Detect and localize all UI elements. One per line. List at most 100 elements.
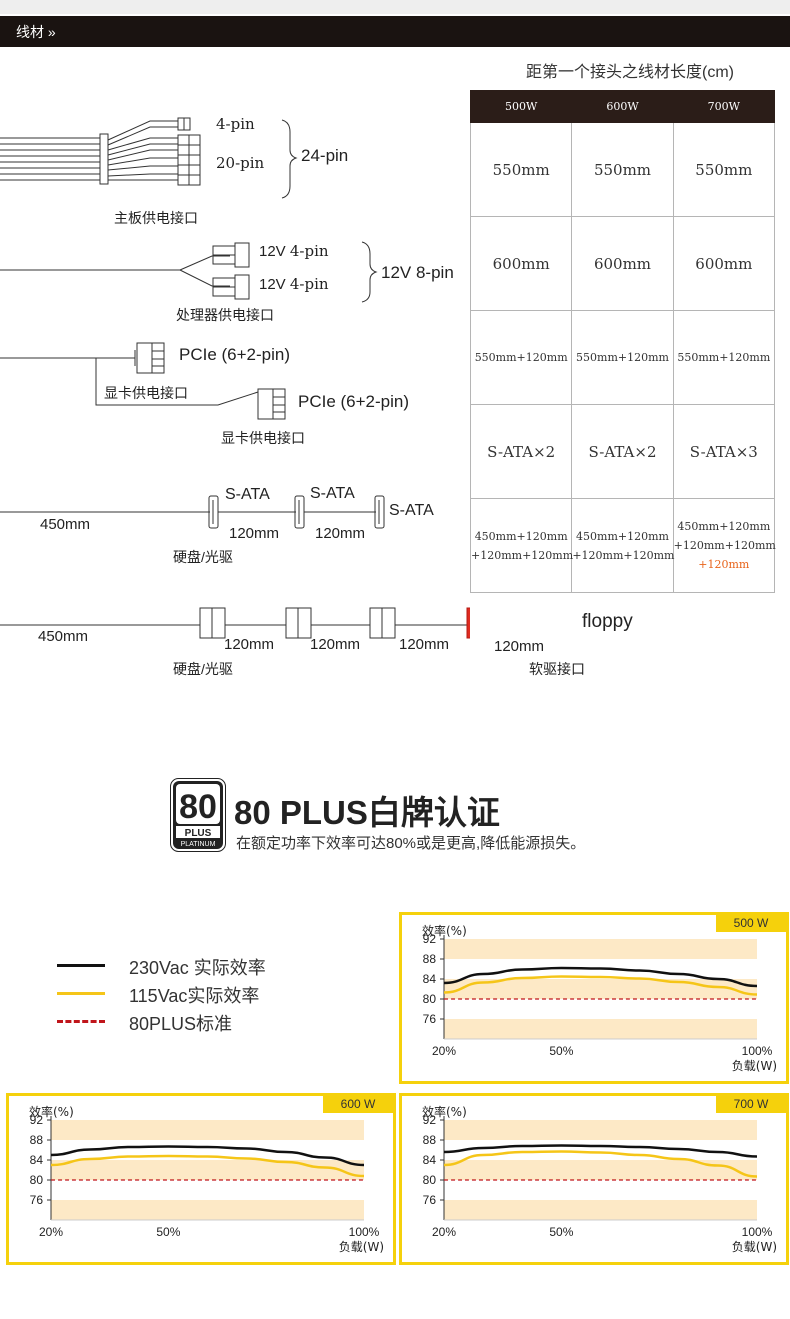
sata-seg-2: 120mm xyxy=(315,525,366,542)
x-axis-label: 负载(W) xyxy=(732,1059,777,1073)
x-tick-label: 100% xyxy=(349,1225,380,1239)
mb-cable-bundle xyxy=(0,117,298,199)
band-bottom xyxy=(444,1019,757,1039)
y-tick-label: 88 xyxy=(30,1133,44,1147)
band-mid xyxy=(444,1160,757,1180)
section-title: 线材 » xyxy=(16,24,56,40)
label-20pin: 20-pin xyxy=(216,154,265,172)
band-top xyxy=(444,1120,757,1140)
table-row: 550mm 550mm 550mm xyxy=(469,122,776,217)
cpu-cable xyxy=(0,241,378,303)
x-tick-label: 50% xyxy=(549,1044,573,1058)
y-tick-label: 84 xyxy=(423,972,437,986)
legend-swatch-115v xyxy=(57,992,105,995)
table-cell: 550mm+120mm xyxy=(469,310,573,405)
table-cell: S-ATA×2 xyxy=(469,404,573,499)
y-tick-label: 84 xyxy=(30,1153,44,1167)
y-tick-label: 92 xyxy=(423,1113,437,1127)
legend-swatch-230v xyxy=(57,964,105,967)
molex-highlight-connector xyxy=(466,607,470,639)
label-pcie-1: PCIe (6+2-pin) xyxy=(179,345,291,364)
table-row: 450mm+120mm+120mm+120mm 450mm+120mm+120m… xyxy=(469,498,776,593)
molex-label: 硬盘/光驱 xyxy=(173,661,233,677)
x-tick-label: 20% xyxy=(432,1225,456,1239)
series-line-230v xyxy=(50,1145,365,1167)
sata-length: 450mm xyxy=(40,516,91,533)
cpu-label: 处理器供电接口 xyxy=(176,307,274,323)
y-tick-label: 76 xyxy=(30,1193,44,1207)
label-12v-8pin: 12V 8-pin xyxy=(381,263,454,282)
mb-label: 主板供电接口 xyxy=(114,210,198,226)
cell-line: +120mm+120mm xyxy=(471,548,574,562)
table-cell: 600mm xyxy=(571,216,674,311)
table-cell: 600mm xyxy=(672,216,776,311)
cell-line: 450mm+120mm xyxy=(576,529,669,543)
series-line-115v xyxy=(50,1154,365,1178)
chart-badge: 600 W xyxy=(323,1096,393,1113)
80plus-platinum-badge: 80 PLUS PLATINUM xyxy=(170,778,226,852)
y-tick-label: 80 xyxy=(423,1173,437,1187)
pcie-cable xyxy=(0,342,286,420)
table-cell: 450mm+120mm +120mm+120mm xyxy=(469,498,574,593)
section-header: 线材 » xyxy=(0,16,790,47)
series-line-230v xyxy=(443,1144,758,1158)
x-tick-label: 50% xyxy=(156,1225,180,1239)
y-tick-label: 88 xyxy=(423,952,437,966)
label-12v-b-volt: 12V xyxy=(259,276,286,293)
cell-line: 450mm+120mm xyxy=(677,520,771,533)
table-row: 550mm+120mm 550mm+120mm 550mm+120mm xyxy=(469,310,776,405)
sata-cable xyxy=(0,495,385,529)
cable-diagram xyxy=(0,117,470,639)
label-12v-b: 12V 4-pin xyxy=(259,275,329,293)
band-bottom xyxy=(51,1200,364,1220)
label-12v-a: 12V 4-pin xyxy=(259,242,329,260)
sata-label: 硬盘/光驱 xyxy=(173,549,233,565)
y-tick-label: 80 xyxy=(30,1173,44,1187)
cell-line: +120mm+120mm xyxy=(572,548,675,562)
table-cell: 600mm xyxy=(469,216,573,311)
sata-conn-2: S-ATA xyxy=(310,485,355,502)
series-line-115v xyxy=(443,975,758,996)
table-cell: 550mm xyxy=(571,122,674,217)
table-row: 600mm 600mm 600mm xyxy=(469,216,776,311)
y-tick-label: 84 xyxy=(423,1153,437,1167)
cell-line: 450mm+120mm xyxy=(474,529,568,543)
label-12v-a-pin: 4-pin xyxy=(289,242,329,260)
table-cell: S-ATA×3 xyxy=(672,404,776,499)
band-mid xyxy=(51,1160,364,1180)
y-tick-label: 92 xyxy=(30,1113,44,1127)
table-cell: 550mm+120mm xyxy=(672,310,776,405)
table-cell: 550mm+120mm xyxy=(571,310,674,405)
y-axis-label: 效率(%) xyxy=(422,1104,467,1119)
plus-title: 80 PLUS白牌认证 xyxy=(234,794,500,831)
table-cell: S-ATA×2 xyxy=(571,404,674,499)
series-line-230v xyxy=(443,966,758,988)
legend-swatch-80plus xyxy=(57,1020,105,1023)
y-tick-label: 80 xyxy=(423,992,437,1006)
sata-conn-1: S-ATA xyxy=(225,486,270,503)
molex-seg-3: 120mm xyxy=(399,636,450,653)
molex-length: 450mm xyxy=(38,628,89,645)
badge-plus: PLUS xyxy=(185,828,212,839)
cell-line: +120mm+120mm xyxy=(673,539,776,552)
x-tick-label: 20% xyxy=(432,1044,456,1058)
x-axis-label: 负载(W) xyxy=(732,1240,777,1254)
series-line-115v xyxy=(443,1150,758,1178)
label-12v-b-pin: 4-pin xyxy=(289,275,329,293)
cable-length-table: 500W 600W 700W 550mm 550mm 550mm 600mm 6… xyxy=(469,90,776,593)
top-strip xyxy=(0,0,790,14)
table-header-600w: 600W xyxy=(571,90,674,123)
label-pcie-2: PCIe (6+2-pin) xyxy=(298,392,410,411)
x-tick-label: 50% xyxy=(549,1225,573,1239)
x-tick-label: 20% xyxy=(39,1225,63,1239)
pcie-label-2: 显卡供电接口 xyxy=(221,430,305,446)
x-tick-label: 100% xyxy=(742,1225,773,1239)
table-row: S-ATA×2 S-ATA×2 S-ATA×3 xyxy=(469,404,776,499)
plus-subtitle: 在额定功率下效率可达80%或是更高,降低能源损失。 xyxy=(236,835,586,852)
molex-seg-2: 120mm xyxy=(310,636,361,653)
